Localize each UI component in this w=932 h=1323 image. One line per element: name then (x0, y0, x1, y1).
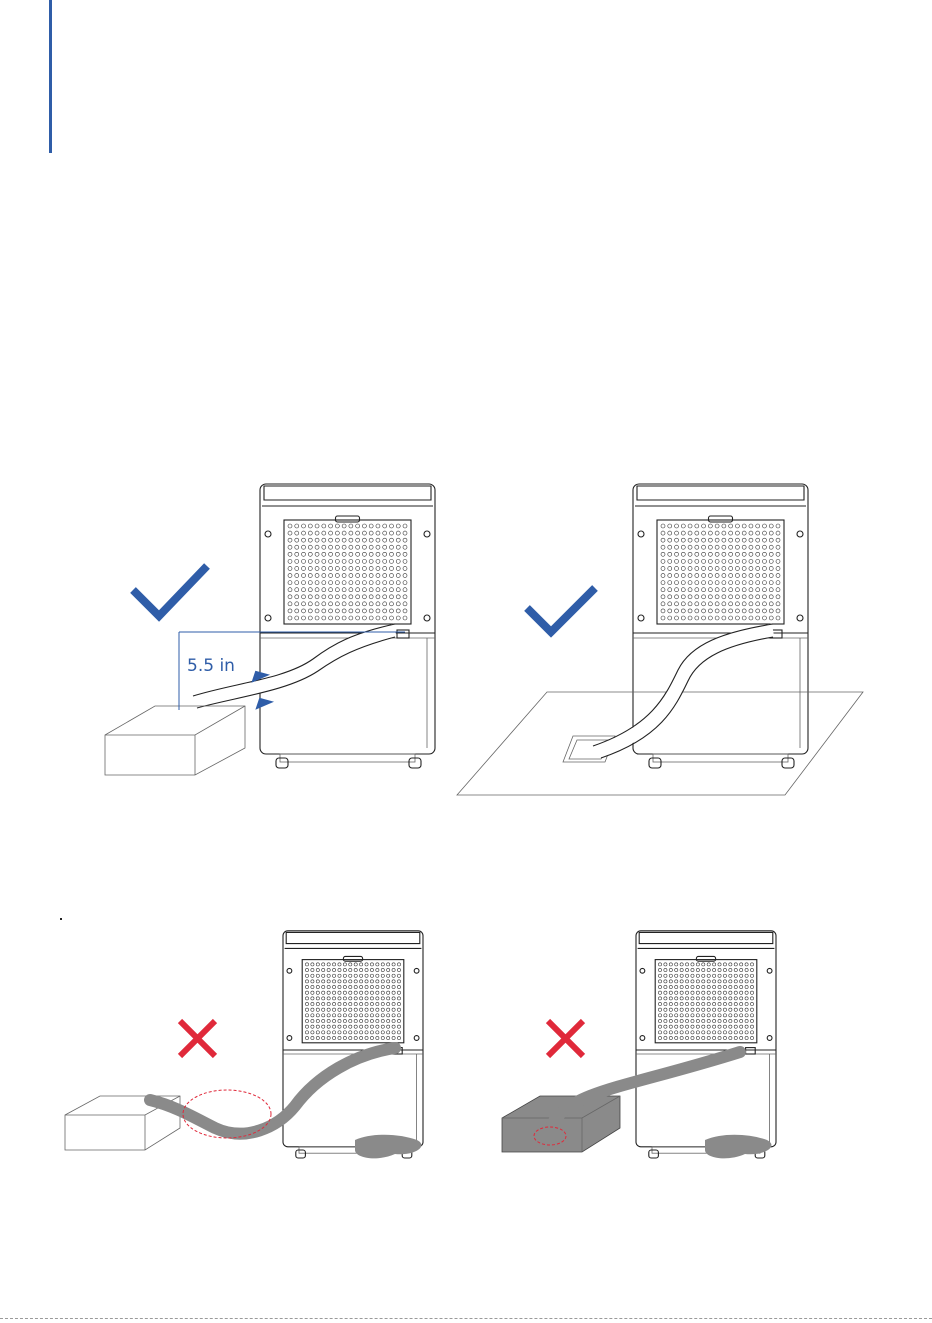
unit-body (260, 484, 435, 754)
caster-wheel (649, 1150, 659, 1158)
air-grille (655, 960, 757, 1043)
grille-holes (661, 524, 780, 620)
page-bottom-rule (0, 1318, 932, 1319)
screw (767, 1036, 772, 1041)
cross-icon (180, 1021, 215, 1056)
screw (287, 968, 292, 973)
drain-hose (150, 1048, 395, 1134)
screw (424, 531, 430, 537)
screw (638, 531, 644, 537)
hose-height-label: 5.5 in (187, 656, 235, 676)
handle-slot (709, 516, 733, 522)
screw (265, 615, 271, 621)
container-box (105, 706, 245, 775)
drain-hose (597, 630, 773, 752)
grille-holes (658, 963, 753, 1040)
water-puddle (705, 1135, 771, 1159)
dehumidifier-unit (636, 931, 776, 1158)
side-accent-rule (49, 0, 52, 153)
dehumidifier-unit (260, 484, 435, 768)
handle-slot (696, 956, 715, 961)
screw (414, 968, 419, 973)
grille-holes (305, 963, 400, 1040)
unit-top-panel (639, 932, 773, 943)
air-grille (284, 520, 411, 624)
water-filled-container (502, 1096, 620, 1152)
unit-body (636, 931, 776, 1147)
screw (640, 968, 645, 973)
screw (640, 1036, 645, 1041)
grille-holes (288, 524, 407, 620)
unit-base (653, 754, 788, 762)
screw (287, 1036, 292, 1041)
caster-wheel (649, 758, 661, 768)
handle-slot (343, 956, 362, 961)
screw (265, 531, 271, 537)
unit-top-panel (264, 486, 431, 500)
screw (767, 968, 772, 973)
figure-correct-floor-drain (455, 470, 875, 800)
drain-port (746, 1048, 756, 1054)
unit-top-panel (286, 932, 420, 943)
screw (424, 615, 430, 621)
unit-base (280, 754, 415, 762)
caster-wheel (296, 1150, 306, 1158)
caster-wheel (276, 758, 288, 768)
screw (414, 1036, 419, 1041)
drain-port (397, 630, 409, 638)
unit-top-panel (637, 486, 804, 500)
dehumidifier-unit (283, 931, 423, 1158)
checkmark-icon (133, 566, 207, 616)
screw (797, 615, 803, 621)
handle-slot (336, 516, 360, 522)
screw (797, 531, 803, 537)
cross-icon (548, 1021, 583, 1056)
figure-wrong-hose-submerged (500, 918, 800, 1173)
screw (638, 615, 644, 621)
figure-wrong-hose-sag (55, 918, 445, 1173)
air-grille (302, 960, 404, 1043)
checkmark-icon (527, 588, 595, 632)
figure-correct-container (95, 470, 455, 790)
air-grille (657, 520, 784, 624)
unit-body (283, 931, 423, 1147)
